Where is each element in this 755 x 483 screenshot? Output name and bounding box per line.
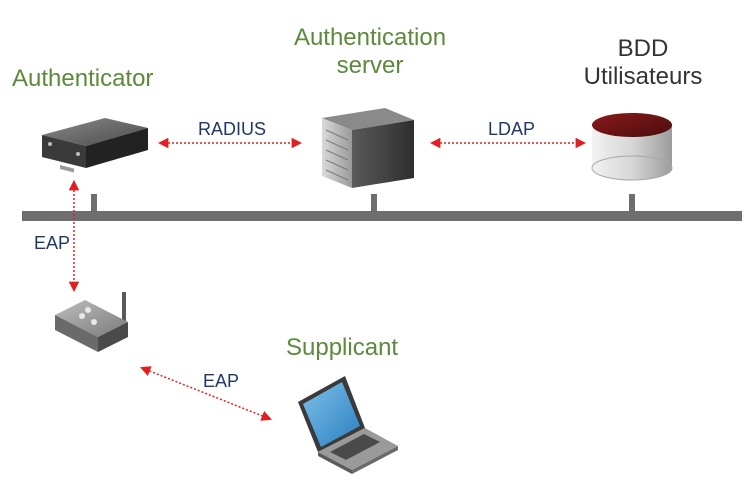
bdd-label: BDD Utilisateurs: [568, 35, 718, 90]
network-bus: [22, 194, 742, 221]
radius-label: RADIUS: [198, 119, 267, 139]
eap-vertical-label: EAP: [34, 233, 71, 253]
laptop-icon: [298, 376, 398, 474]
ldap-label: LDAP: [488, 119, 536, 139]
authenticator-label: Authenticator: [12, 65, 154, 92]
rack-switch-icon: [42, 118, 148, 173]
supplicant-label: Supplicant: [286, 334, 399, 361]
server-tower-icon: [322, 108, 414, 188]
bdd-label-line1: BDD: [617, 35, 669, 62]
database-cylinder-icon: [591, 113, 673, 181]
auth-server-label-line2: server: [336, 51, 404, 79]
eap-diagonal-link: [140, 366, 272, 421]
auth-server-label-line1: Authentication: [293, 24, 447, 51]
auth-server-label: Authentication server: [284, 24, 456, 79]
bdd-label-line2: Utilisateurs: [583, 62, 703, 90]
eap-diagonal-label: EAP: [203, 371, 240, 391]
wireless-router-icon: [55, 292, 128, 352]
